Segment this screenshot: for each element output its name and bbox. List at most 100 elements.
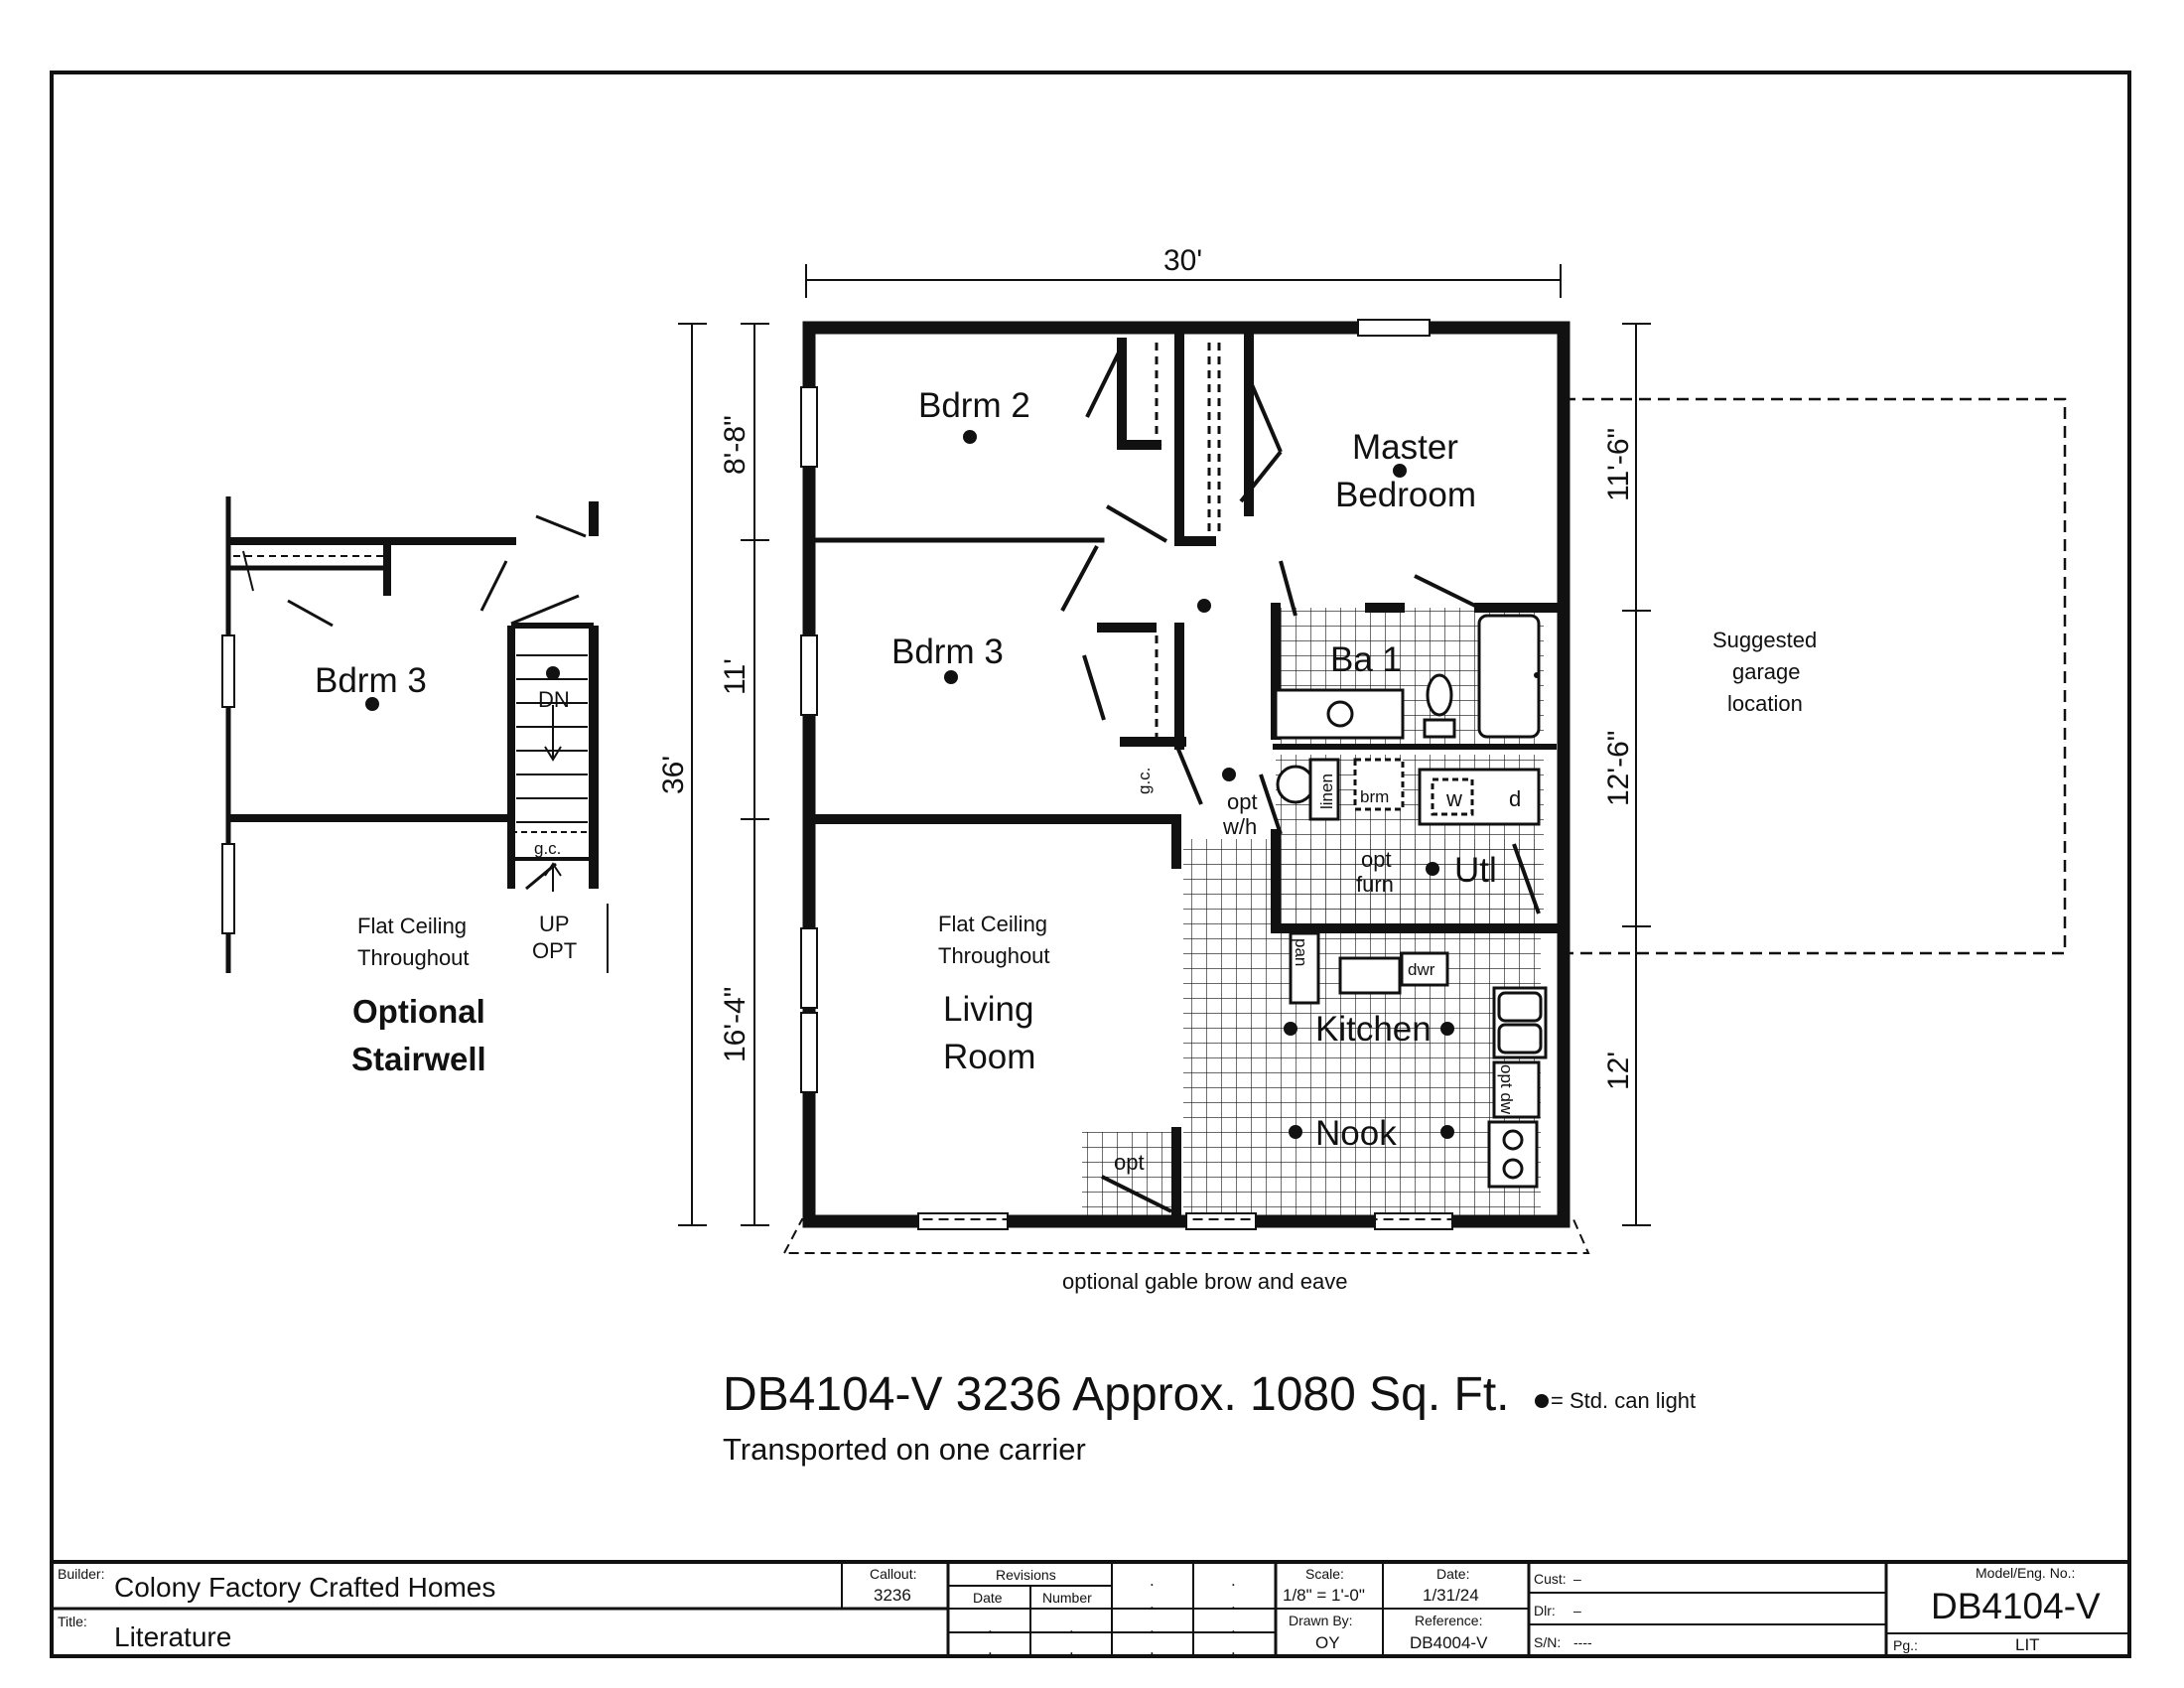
depth-dimension: 36' xyxy=(657,756,690,794)
date-label: Date: xyxy=(1436,1566,1469,1582)
gc-label: g.c. xyxy=(1135,768,1154,794)
sn-label: S/N: xyxy=(1534,1634,1561,1650)
scale-value: 1/8" = 1'-0" xyxy=(1283,1586,1365,1605)
revisions-label: Revisions xyxy=(996,1567,1056,1583)
model-label: Model/Eng. No.: xyxy=(1976,1565,2075,1581)
reference-value: DB4004-V xyxy=(1410,1633,1488,1652)
opt-entry-label: opt xyxy=(1114,1150,1145,1175)
left-dim-2: 11' xyxy=(719,658,751,695)
bath-fixtures xyxy=(1274,614,1541,740)
rev-dot-8: . xyxy=(1231,1618,1236,1636)
legend-text: = Std. can light xyxy=(1551,1388,1696,1413)
garage-label-3: location xyxy=(1727,691,1803,716)
builder-value: Colony Factory Crafted Homes xyxy=(114,1572,495,1603)
stairwell-windows xyxy=(221,634,235,934)
drawn-by-value: OY xyxy=(1315,1633,1340,1652)
stairwell-opt-label: OPT xyxy=(532,938,577,963)
sheet-border xyxy=(50,70,2131,1658)
revisions-date-col: Date xyxy=(973,1590,1003,1606)
legend-can-light-icon xyxy=(1535,1394,1549,1408)
sn-value: ---- xyxy=(1573,1634,1592,1650)
title-label: Title: xyxy=(58,1614,87,1629)
kitchen-label: Kitchen xyxy=(1315,1010,1432,1049)
brm-label: brm xyxy=(1360,787,1389,806)
bdrm2-label: Bdrm 2 xyxy=(918,386,1030,425)
revisions-number-col: Number xyxy=(1042,1590,1092,1606)
title-block-grid xyxy=(52,1560,2129,1656)
interior-walls xyxy=(809,323,1559,1221)
opt-furn-label-1: opt xyxy=(1361,847,1392,872)
washer-label: w xyxy=(1445,786,1462,811)
flat-ceiling-label-2: Throughout xyxy=(938,943,1050,968)
living-room-label-2: Room xyxy=(943,1038,1035,1076)
dlr-label: Dlr: xyxy=(1534,1603,1556,1618)
date-value: 1/31/24 xyxy=(1423,1586,1479,1605)
opt-dw-label: opt dw xyxy=(1497,1064,1516,1115)
optional-stairwell-plan xyxy=(225,496,609,973)
width-dimension: 30' xyxy=(1163,244,1202,277)
garage-outline xyxy=(1564,397,2067,955)
bdrm3-label: Bdrm 3 xyxy=(891,633,1004,671)
ba1-label: Ba 1 xyxy=(1330,640,1402,679)
left-dim-1: 8'-8" xyxy=(719,415,751,475)
flat-ceiling-label-1: Flat Ceiling xyxy=(938,912,1047,936)
callout-value: 3236 xyxy=(874,1586,911,1605)
right-dim-2: 12'-6" xyxy=(1602,731,1635,806)
garage-label-1: Suggested xyxy=(1712,628,1817,652)
plan-subtitle: Transported on one carrier xyxy=(723,1432,1086,1467)
builder-label: Builder: xyxy=(58,1566,104,1582)
model-value: DB4104-V xyxy=(1931,1586,2101,1626)
rev-dot-6: . xyxy=(1069,1618,1074,1636)
door-swings xyxy=(1060,352,1541,1213)
stairwell-title-2: Stairwell xyxy=(351,1041,486,1077)
closet-rods xyxy=(1155,343,1221,740)
eave-note: optional gable brow and eave xyxy=(1062,1269,1347,1294)
kitchen-fixtures xyxy=(1338,951,1548,1189)
reference-label: Reference: xyxy=(1415,1613,1482,1628)
rev-dot-2: . xyxy=(1231,1571,1236,1590)
opt-wh-label-1: opt xyxy=(1227,789,1258,814)
dwr-label: dwr xyxy=(1408,960,1435,979)
callout-label: Callout: xyxy=(870,1566,916,1582)
optional-gable-eave xyxy=(783,1218,1590,1254)
plan-title: DB4104-V 3236 Approx. 1080 Sq. Ft. xyxy=(723,1368,1510,1421)
rev-dot-3: . xyxy=(1150,1594,1155,1613)
drawn-by-label: Drawn By: xyxy=(1289,1613,1353,1628)
living-room-label-1: Living xyxy=(943,990,1033,1029)
rev-dot-11: . xyxy=(1150,1639,1155,1658)
cust-label: Cust: xyxy=(1534,1571,1567,1587)
rev-dot-9: . xyxy=(988,1639,993,1658)
stairwell-gc-label: g.c. xyxy=(534,839,561,858)
opt-wh-label-2: w/h xyxy=(1222,814,1257,839)
pan-label: pan xyxy=(1292,938,1310,966)
rev-dot-7: . xyxy=(1150,1618,1155,1636)
entry-tile-floor xyxy=(1082,1132,1171,1216)
right-dim-1: 11'-6" xyxy=(1602,428,1635,501)
rev-dot-12: . xyxy=(1231,1639,1236,1658)
garage-label-2: garage xyxy=(1732,659,1801,684)
dryer-label: d xyxy=(1509,786,1521,811)
stairwell-can-light-2 xyxy=(546,666,560,680)
stairwell-bdrm3-label: Bdrm 3 xyxy=(315,661,427,700)
utility-fixtures xyxy=(1276,758,1541,1005)
stairwell-title-1: Optional xyxy=(352,993,485,1030)
stairwell-can-light-1 xyxy=(365,697,379,711)
master-bedroom-label-2: Bedroom xyxy=(1335,476,1476,514)
nook-label: Nook xyxy=(1315,1114,1397,1153)
tub-drain xyxy=(1534,672,1540,678)
cust-value: – xyxy=(1573,1571,1581,1587)
master-bedroom-label-1: Master xyxy=(1352,428,1458,467)
stairwell-up-label: UP xyxy=(539,912,570,936)
dimension-lines xyxy=(678,264,1651,1226)
title-value: Literature xyxy=(114,1621,231,1652)
linen-label: linen xyxy=(1317,774,1336,809)
rev-dot-1: . xyxy=(1150,1571,1155,1590)
main-floor-plan xyxy=(783,319,2067,1254)
right-dim-3: 12' xyxy=(1602,1052,1635,1090)
scale-label: Scale: xyxy=(1305,1566,1344,1582)
left-dim-3: 16'-4" xyxy=(719,987,751,1062)
pg-label: Pg.: xyxy=(1893,1637,1918,1653)
rev-dot-5: . xyxy=(988,1618,993,1636)
stairwell-flat-ceiling-1: Flat Ceiling xyxy=(357,914,467,938)
